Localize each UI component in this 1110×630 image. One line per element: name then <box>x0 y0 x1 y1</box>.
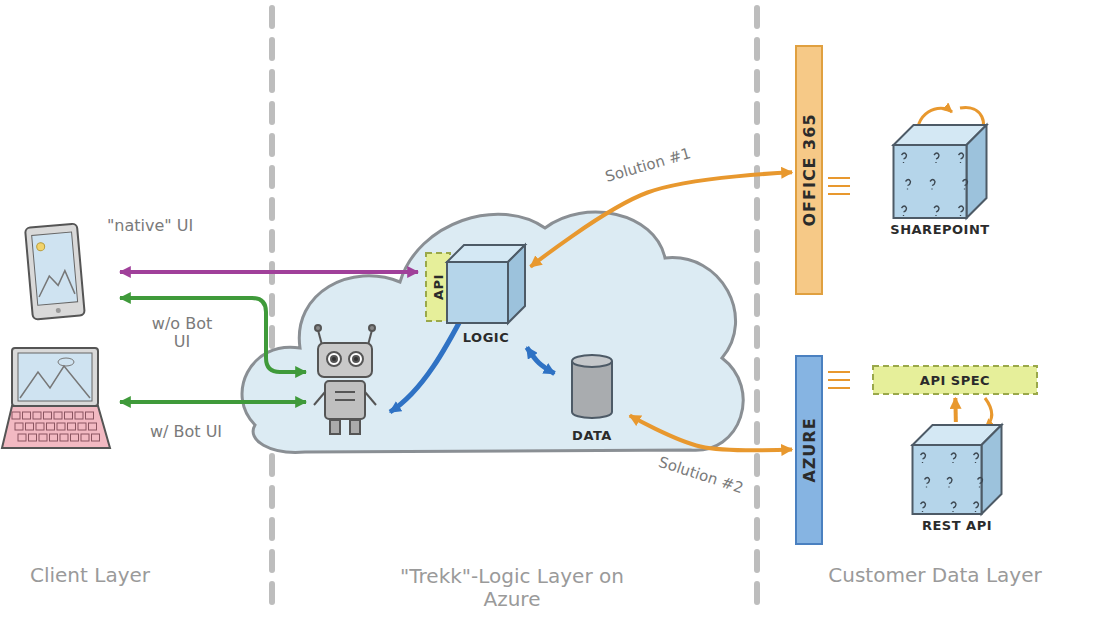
layer-caption: Customer Data Layer <box>805 564 1065 587</box>
tablet-icon <box>25 223 85 319</box>
node-label: REST API <box>922 518 992 533</box>
layer-caption: Client Layer <box>0 564 190 587</box>
data-cylinder: DATA <box>557 355 627 443</box>
bot-arrow <box>120 298 306 372</box>
interface-label: "native" UI <box>105 217 195 235</box>
bot-robot <box>314 325 376 434</box>
node-label: OFFICE 365 <box>800 113 819 226</box>
node-label: API <box>431 274 446 300</box>
connector-label: Solution #2 <box>653 451 748 497</box>
connector-arrow <box>527 347 555 373</box>
connector-arrow <box>630 416 792 451</box>
layer-separator <box>754 8 760 610</box>
laptop-icon <box>2 348 110 448</box>
node-label: LOGIC <box>463 330 509 345</box>
connector-ticks <box>828 178 850 388</box>
azure-cloud <box>242 212 743 452</box>
sharepoint-cube: SHAREPOINT <box>882 125 998 237</box>
interface-label: w/ Bot UI <box>146 423 226 441</box>
native-ui-arrow <box>120 270 418 274</box>
layer-separator <box>269 8 275 610</box>
node-shape <box>909 425 1005 533</box>
api-spec-box: API SPEC <box>872 365 1038 395</box>
azure-bar: AZURE <box>795 355 823 545</box>
connector-arrow <box>953 398 957 422</box>
node-label: DATA <box>572 428 612 443</box>
node-label: SHAREPOINT <box>890 222 989 237</box>
office365-bar: OFFICE 365 <box>795 45 823 295</box>
interface-label: w/o Bot UI <box>142 315 222 352</box>
node-label: AZURE <box>800 417 819 482</box>
bot-arrow <box>120 400 306 404</box>
connector-arrow <box>531 172 792 266</box>
rest-api-cube: REST API <box>909 425 1005 533</box>
layer-caption: "Trekk"-Logic Layer on Azure <box>387 565 637 611</box>
logic-cube: LOGIC <box>444 245 528 345</box>
node-label: API SPEC <box>920 373 990 388</box>
node-shape <box>882 125 998 237</box>
connector-label: Solution #1 <box>600 143 695 186</box>
